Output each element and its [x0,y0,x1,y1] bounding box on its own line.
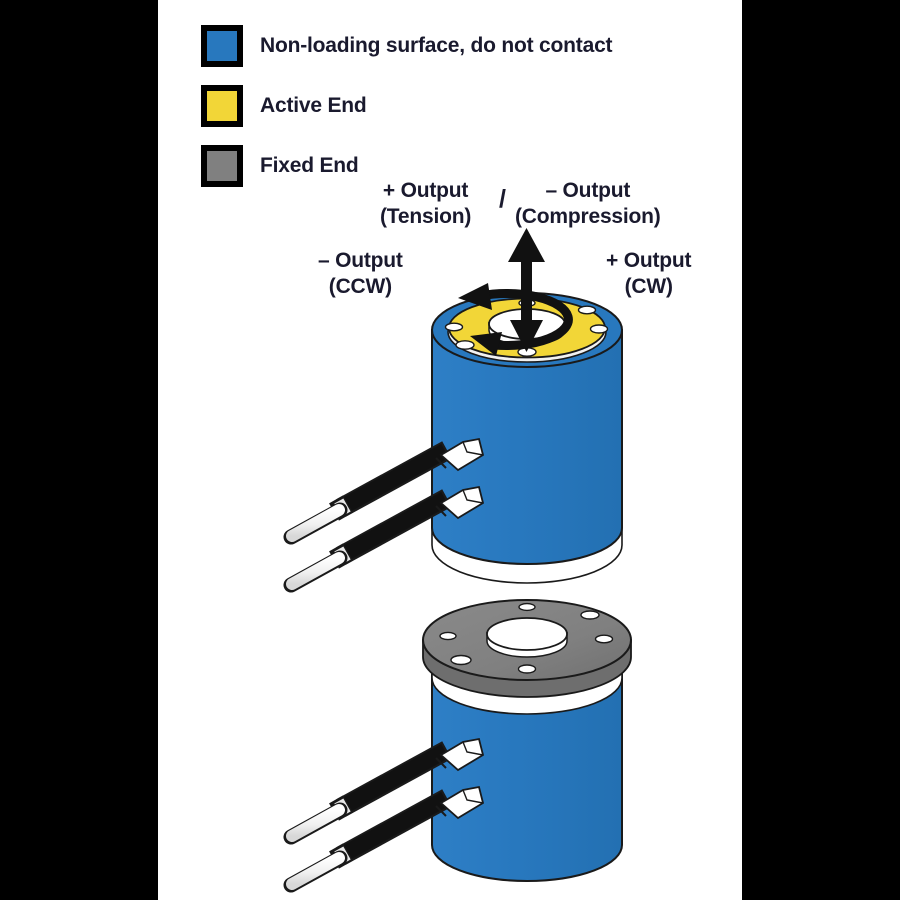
connector-body [439,485,485,520]
legend: Non-loading surface, do not contact Acti… [201,16,721,196]
cable [283,789,452,893]
fixed-end-center-hole [486,617,568,658]
callout-ccw-line1: – Output [318,249,403,272]
callout-compression: – Output (Compression) [515,178,661,229]
legend-item-fixed-end: Fixed End [201,136,721,196]
cable-connector [435,785,485,820]
cable [283,441,452,545]
cable-sheath [340,743,449,814]
right-black-bar [742,0,900,900]
callout-tension-line1: + Output [382,179,469,202]
axial-arrow-shaft [521,243,532,341]
cable-connector [435,437,485,472]
connector-edge [462,441,484,456]
upper-cable-assembly-1 [283,437,485,545]
bolt-hole [580,610,600,620]
legend-item-non-loading-surface: Non-loading surface, do not contact [201,16,721,76]
bolt-hole [455,340,475,350]
axial-arrowhead-up [508,228,545,262]
cable-connector [435,737,485,772]
connector-collar [435,505,447,517]
callout-cw-line2: (CW) [624,274,673,298]
connector-edge [462,741,484,756]
axial-arrowhead-down [510,320,543,352]
left-black-bar [0,0,158,900]
callout-tension: + Output (Tension) [380,178,471,229]
connector-collar [435,805,447,817]
connector-edge [462,489,484,504]
callout-tension-line2: (Tension) [380,204,472,228]
callout-compression-line1: – Output [545,179,631,202]
cable-sheath [340,791,449,862]
cable-sheath [340,491,449,562]
bolt-hole [439,631,457,641]
cable-tip [286,804,345,842]
legend-swatch-blue [201,25,243,67]
callout-cw: + Output (CW) [606,248,692,299]
upper-cable-assembly-2 [283,485,485,593]
diagram-panel: Non-loading surface, do not contact Acti… [158,0,742,900]
bolt-hole [589,324,609,334]
lower-cable-assembly-1 [283,737,485,845]
load-cell-illustration [283,228,632,893]
legend-item-active-end: Active End [201,76,721,136]
connector-body [439,737,485,772]
cable-tip [286,504,345,542]
lower-cable-assembly-2 [283,785,485,893]
bolt-hole [450,654,472,666]
connector-collar [435,757,447,769]
bolt-hole [518,602,536,612]
connector-edge [462,789,484,804]
legend-swatch-gray [201,145,243,187]
cable-tip [286,852,345,890]
torsion-arrowhead-ccw [458,283,492,310]
connector-body [439,785,485,820]
bolt-hole [444,322,464,332]
bolt-hole [577,305,597,315]
bolt-hole [594,634,614,644]
upper-load-cell [283,228,623,593]
callout-ccw: – Output (CCW) [318,248,403,299]
torsion-arrowhead-cw [470,332,502,356]
axial-arrow [508,228,545,352]
cable [283,489,452,593]
legend-label-active-end: Active End [260,94,367,117]
connector-body [439,437,485,472]
callout-ccw-line2: (CCW) [328,274,392,298]
callout-separator: / [499,185,506,213]
bolt-hole [517,664,537,674]
legend-label-fixed-end: Fixed End [260,154,359,177]
legend-label-non-loading-surface: Non-loading surface, do not contact [260,34,613,57]
legend-swatch-yellow [201,85,243,127]
lower-body-shape [431,671,623,882]
cable-sheath [340,443,449,514]
fixed-end-bolt-holes [439,602,614,674]
callout-cw-line1: + Output [606,249,692,272]
connector-collar [435,457,447,469]
cable-tip [286,552,345,590]
callout-compression-line2: (Compression) [515,204,661,228]
cable [283,741,452,845]
center-hole-opening [486,617,568,651]
lower-load-cell [283,599,632,893]
cable-connector [435,485,485,520]
